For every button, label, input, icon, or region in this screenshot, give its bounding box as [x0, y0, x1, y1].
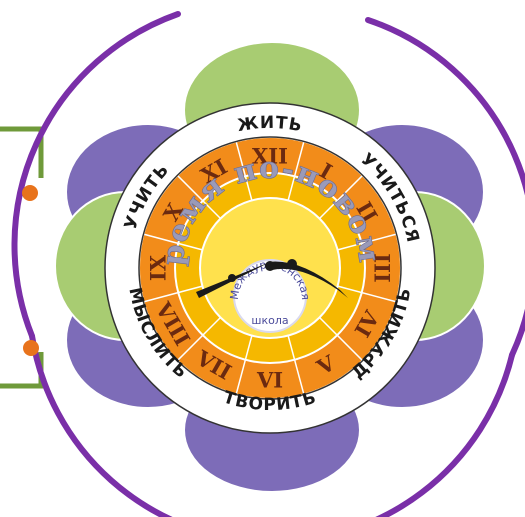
- orange-bullet-top: [22, 185, 38, 201]
- ring-word-top: ЖИТЬ: [236, 113, 304, 136]
- ring-word-top-text: ЖИТЬ: [236, 113, 304, 136]
- minute-hand-ornament: [287, 259, 297, 269]
- center-hub: [265, 261, 275, 271]
- hour-hand-ornament: [228, 274, 236, 282]
- orange-bullet-bottom: [23, 340, 39, 356]
- numeral-vi: VI: [256, 368, 283, 393]
- school-name-line2: школа: [251, 314, 288, 327]
